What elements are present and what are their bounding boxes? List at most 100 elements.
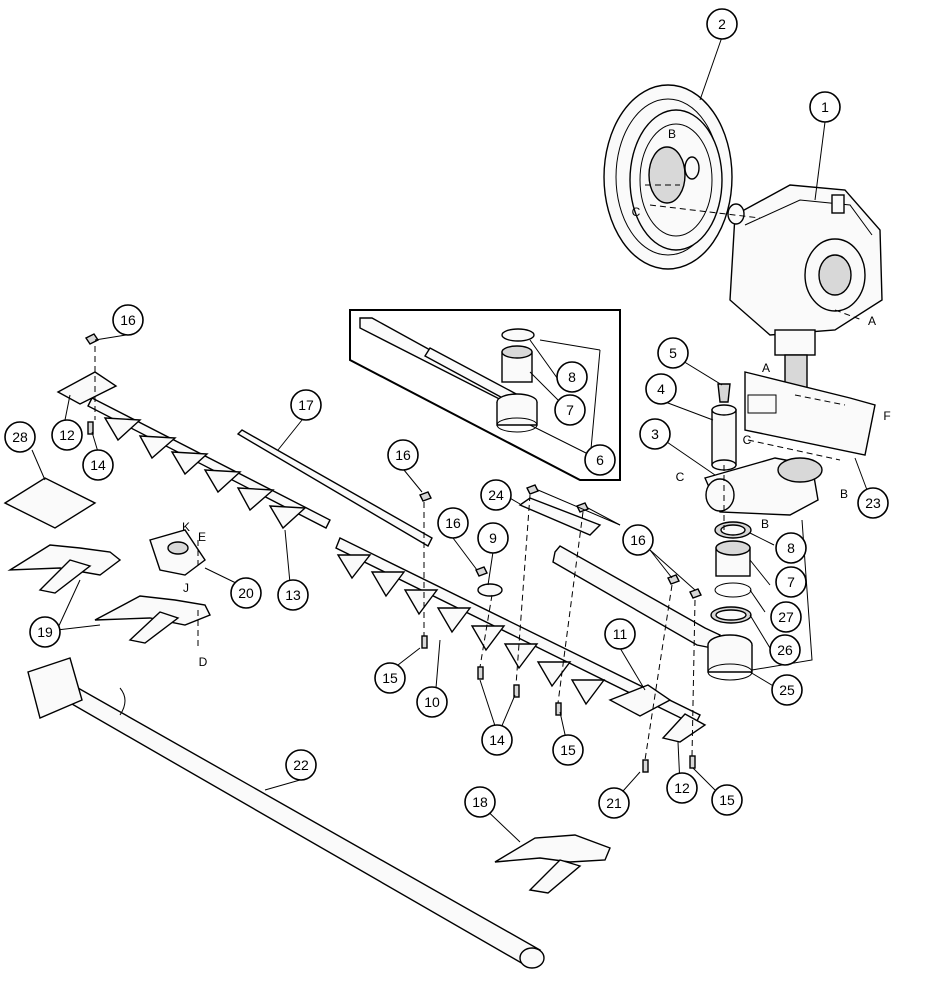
letter-D: D: [199, 655, 208, 669]
letter-A-shaft: A: [762, 361, 770, 375]
callout-19: 19: [29, 616, 61, 648]
callout-15-c: 15: [711, 784, 743, 816]
alignment-lines: [94, 184, 863, 761]
callout-16-d: 16: [622, 524, 654, 556]
callout-10: 10: [416, 686, 448, 718]
svg-text:6: 6: [596, 452, 604, 468]
plate-24: [518, 497, 602, 536]
callout-27: 27: [770, 601, 802, 633]
svg-text:16: 16: [395, 447, 411, 463]
svg-text:15: 15: [560, 742, 576, 758]
svg-text:27: 27: [778, 609, 794, 625]
reference-letters: B C A A F C C B B K E J D: [182, 127, 891, 669]
drive-arm-hub: [704, 457, 823, 516]
callout-24: 24: [480, 479, 512, 511]
svg-text:26: 26: [777, 642, 793, 658]
svg-text:15: 15: [719, 792, 735, 808]
callout-26: 26: [769, 634, 801, 666]
svg-text:18: 18: [472, 794, 488, 810]
plate-28: [3, 477, 97, 529]
svg-text:2: 2: [718, 16, 726, 32]
letter-C-hub: C: [676, 470, 685, 484]
svg-text:22: 22: [293, 757, 309, 773]
clip-20: [149, 529, 206, 576]
shield: [744, 371, 876, 456]
svg-text:21: 21: [606, 795, 622, 811]
svg-text:16: 16: [630, 532, 646, 548]
letter-J: J: [183, 581, 189, 595]
knife-bar-right: [335, 537, 701, 726]
svg-text:17: 17: [298, 397, 314, 413]
callout-13: 13: [277, 579, 309, 611]
callout-12-left: 12: [51, 419, 83, 451]
callout-12-right: 12: [666, 772, 698, 804]
callout-8-right: 8: [775, 532, 807, 564]
svg-text:28: 28: [12, 429, 28, 445]
svg-text:11: 11: [613, 626, 628, 642]
callout-20: 20: [230, 577, 262, 609]
callout-14-right: 14: [481, 724, 513, 756]
callout-8-inset: 8: [556, 361, 588, 393]
svg-text:25: 25: [779, 682, 795, 698]
svg-text:9: 9: [489, 530, 497, 546]
svg-text:16: 16: [120, 312, 136, 328]
callout-22: 22: [285, 749, 317, 781]
callout-4: 4: [645, 373, 677, 405]
svg-text:7: 7: [787, 574, 795, 590]
svg-text:10: 10: [424, 694, 440, 710]
gearbox: [727, 184, 883, 391]
letter-A-gearbox: A: [868, 314, 876, 328]
end-plate-left: [56, 371, 118, 405]
svg-text:14: 14: [90, 457, 106, 473]
svg-text:7: 7: [566, 402, 574, 418]
grease-fitting: [717, 383, 731, 403]
callout-28: 28: [4, 421, 36, 453]
svg-text:15: 15: [382, 670, 398, 686]
bearing-stack-right: [710, 521, 752, 624]
knife-back: [236, 429, 433, 547]
detail-inset: [349, 309, 621, 481]
guard-18: [494, 834, 611, 894]
callout-5: 5: [657, 337, 689, 369]
letter-E: E: [198, 530, 206, 544]
callout-11: 11: [604, 618, 636, 650]
letter-C-pulley: C: [632, 205, 641, 219]
callout-16-c: 16: [437, 507, 469, 539]
svg-text:4: 4: [657, 381, 665, 397]
callout-9: 9: [477, 522, 509, 554]
callout-14-left: 14: [82, 449, 114, 481]
grease-tube: [711, 404, 737, 471]
svg-text:1: 1: [821, 99, 829, 115]
end-plate-right: [608, 684, 707, 743]
svg-text:8: 8: [568, 369, 576, 385]
svg-text:12: 12: [59, 427, 75, 443]
letter-B-hub: B: [840, 487, 848, 501]
drive-arm: [552, 545, 753, 681]
callout-16-b: 16: [387, 439, 419, 471]
svg-text:13: 13: [285, 587, 301, 603]
svg-text:16: 16: [445, 515, 461, 531]
svg-text:3: 3: [651, 426, 659, 442]
letter-B-pulley: B: [668, 127, 676, 141]
svg-text:5: 5: [669, 345, 677, 361]
callout-23: 23: [857, 487, 889, 519]
callout-3: 3: [639, 418, 671, 450]
callout-18: 18: [464, 786, 496, 818]
callout-2: 2: [706, 8, 738, 40]
callout-25: 25: [771, 674, 803, 706]
svg-text:12: 12: [674, 780, 690, 796]
callout-1: 1: [809, 91, 841, 123]
svg-text:8: 8: [787, 540, 795, 556]
washer-9: [477, 583, 503, 597]
callout-15-b: 15: [552, 734, 584, 766]
svg-text:20: 20: [238, 585, 254, 601]
callout-15-a: 15: [374, 662, 406, 694]
hardware: [84, 333, 702, 773]
tube-22: [27, 657, 545, 969]
guard-upper: [7, 544, 122, 594]
pulley: [603, 84, 733, 270]
svg-text:19: 19: [37, 624, 53, 640]
callout-21: 21: [598, 787, 630, 819]
